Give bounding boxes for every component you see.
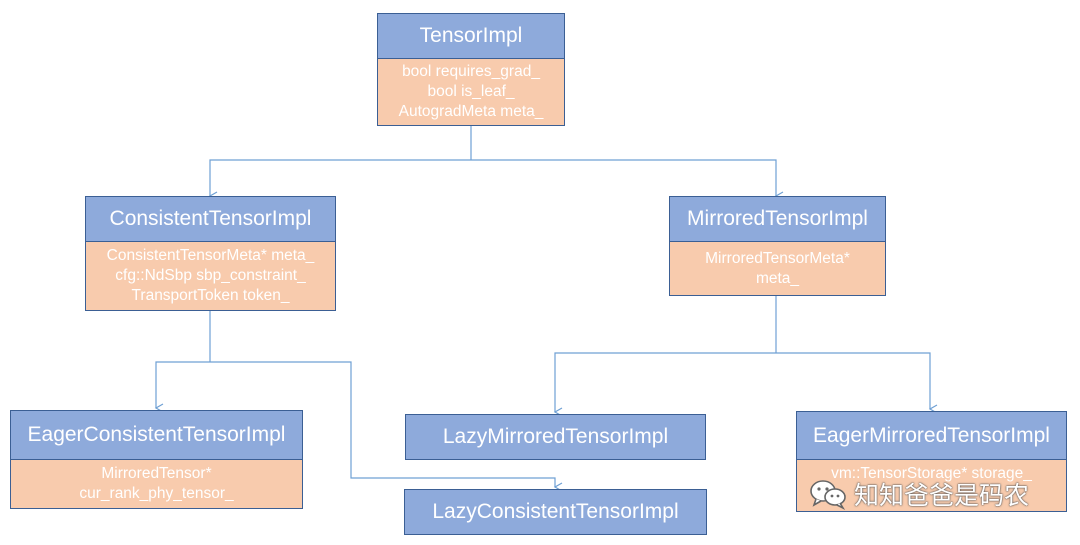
node-consistent-tensor-impl: ConsistentTensorImpl ConsistentTensorMet… [85, 196, 336, 311]
field: TransportToken token_ [131, 287, 290, 304]
node-title: MirroredTensorImpl [669, 196, 886, 242]
field: AutogradMeta meta_ [398, 103, 544, 120]
field: cfg::NdSbp sbp_constraint_ [115, 267, 306, 284]
edge-consistent-to-eager [154, 361, 210, 413]
edge-mirrored-to-eager [776, 352, 938, 414]
field: bool requires_grad_ [402, 63, 540, 80]
node-mirrored-tensor-impl: MirroredTensorImpl MirroredTensorMeta* m… [669, 196, 886, 296]
node-fields: MirroredTensor* cur_rank_phy_tensor_ [10, 460, 303, 509]
edge-tensorimpl-to-consistent [208, 159, 471, 201]
field: meta_ [755, 269, 800, 287]
node-tensorimpl: TensorImpl bool requires_grad_ bool is_l… [377, 13, 565, 126]
node-eager-mirrored-tensor-impl: EagerMirroredTensorImpl vm::TensorStorag… [796, 411, 1067, 512]
watermark: 知知爸爸是码农 [808, 476, 1029, 512]
node-eager-consistent-tensor-impl: EagerConsistentTensorImpl MirroredTensor… [10, 410, 303, 509]
node-title: LazyConsistentTensorImpl [404, 489, 707, 535]
node-lazy-consistent-tensor-impl: LazyConsistentTensorImpl [404, 489, 707, 535]
node-title: LazyMirroredTensorImpl [405, 414, 706, 460]
field: bool is_leaf_ [427, 83, 515, 100]
field: MirroredTensor* [101, 465, 212, 482]
edge-consistent-to-lazy [210, 361, 563, 492]
wechat-icon [810, 480, 846, 510]
field: vm::TensorStorage* storage_ [831, 465, 1032, 482]
node-lazy-mirrored-tensor-impl: LazyMirroredTensorImpl [405, 414, 706, 460]
edge-mirrored-to-lazy [553, 352, 776, 417]
node-title: TensorImpl [377, 13, 565, 59]
field: ConsistentTensorMeta* meta_ [106, 247, 315, 264]
watermark-text: 知知爸爸是码农 [854, 481, 1030, 510]
node-title: EagerConsistentTensorImpl [10, 410, 303, 460]
node-fields: ConsistentTensorMeta* meta_ cfg::NdSbp s… [85, 242, 336, 311]
node-title: ConsistentTensorImpl [85, 196, 336, 242]
node-fields: bool requires_grad_ bool is_leaf_ Autogr… [377, 59, 565, 126]
node-fields: MirroredTensorMeta* meta_ [669, 242, 886, 296]
field: MirroredTensorMeta* [705, 249, 850, 267]
field: cur_rank_phy_tensor_ [79, 485, 234, 502]
edge-tensorimpl-to-mirrored [471, 159, 784, 201]
node-title: EagerMirroredTensorImpl [796, 411, 1067, 460]
